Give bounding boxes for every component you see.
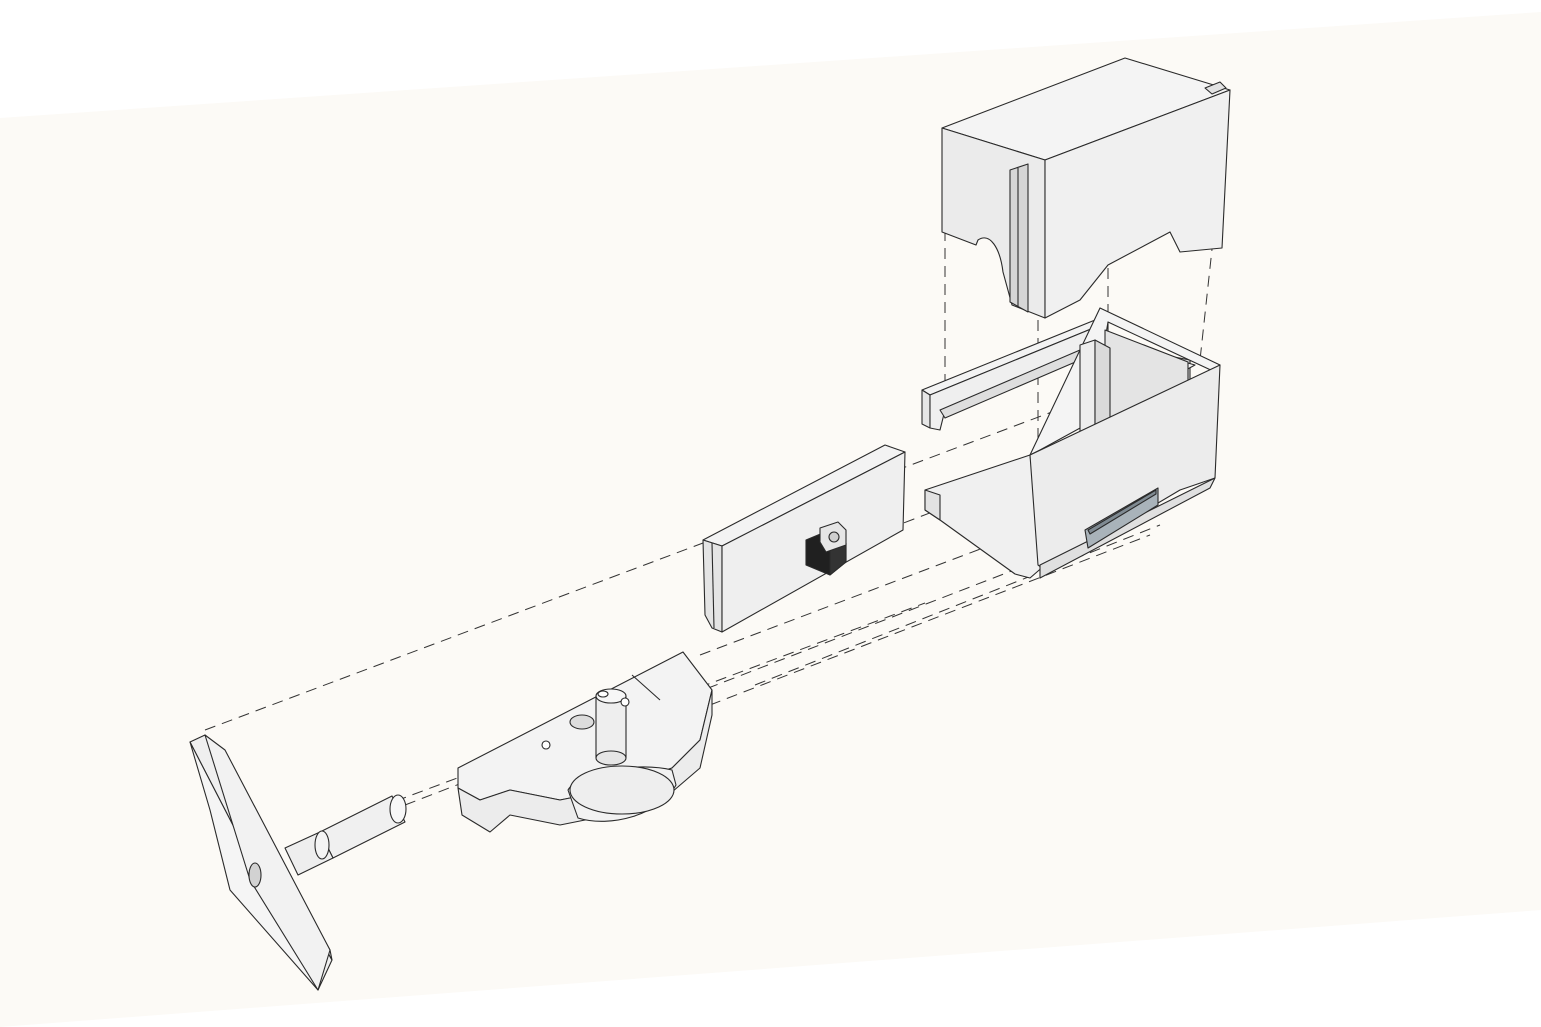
shaft <box>284 794 407 876</box>
top-cover <box>941 57 1231 319</box>
cam-arm <box>457 651 713 833</box>
circuit-board <box>702 444 906 633</box>
switch-component <box>805 521 847 576</box>
base-housing <box>924 307 1221 579</box>
mounting-plate <box>189 734 333 991</box>
lid-rail <box>921 317 1109 431</box>
